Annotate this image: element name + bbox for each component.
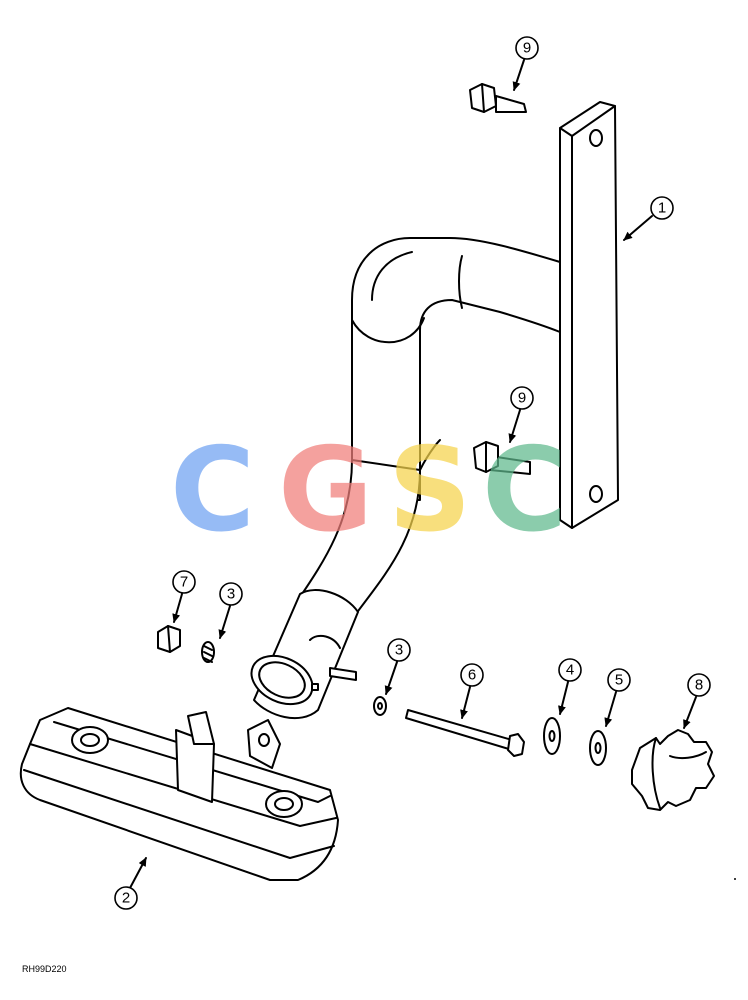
mounting-bracket-plate: [559, 101, 619, 529]
callout-7: 7: [172, 570, 196, 623]
callout-3-right: 3: [384, 638, 411, 695]
flat-washer: [543, 717, 561, 755]
lock-washer-right: [373, 696, 387, 716]
watermark-letter-c1: C: [170, 423, 255, 558]
bent-tube-arm: [250, 237, 561, 720]
svg-text:9: 9: [518, 390, 526, 407]
watermark-letter-c2: C: [482, 423, 567, 558]
bolt-upper: [469, 83, 527, 113]
svg-text:6: 6: [468, 667, 476, 684]
svg-text:8: 8: [695, 677, 703, 694]
callout-6: 6: [460, 663, 484, 719]
svg-text:3: 3: [227, 586, 235, 603]
svg-text:1: 1: [658, 200, 666, 217]
callout-4: 4: [558, 658, 582, 715]
long-bolt: [405, 709, 525, 757]
watermark-logo: C G S C: [170, 423, 567, 558]
svg-text:9: 9: [523, 40, 531, 57]
flat-washer-small: [589, 730, 607, 766]
callout-9-middle: 9: [508, 386, 534, 443]
callout-9-upper: 9: [512, 36, 539, 91]
nut: [157, 625, 181, 653]
callout-1: 1: [623, 196, 674, 241]
callout-3-left: 3: [218, 582, 243, 639]
watermark-letter-s: S: [388, 423, 472, 558]
callout-8: 8: [683, 673, 711, 729]
star-knob: [631, 729, 715, 811]
stray-mark: [734, 878, 736, 880]
svg-text:2: 2: [122, 890, 130, 907]
callout-5: 5: [604, 668, 631, 727]
lock-washer-left: [201, 641, 215, 663]
callout-2: 2: [114, 857, 147, 910]
step-tread: [19, 707, 339, 881]
svg-text:4: 4: [566, 662, 574, 679]
bolt-middle: [473, 441, 531, 475]
svg-text:7: 7: [180, 574, 188, 591]
svg-text:3: 3: [395, 642, 403, 659]
svg-text:5: 5: [615, 672, 623, 689]
figure-code: RH99D220: [22, 964, 67, 974]
watermark-letter-g: G: [278, 423, 373, 558]
